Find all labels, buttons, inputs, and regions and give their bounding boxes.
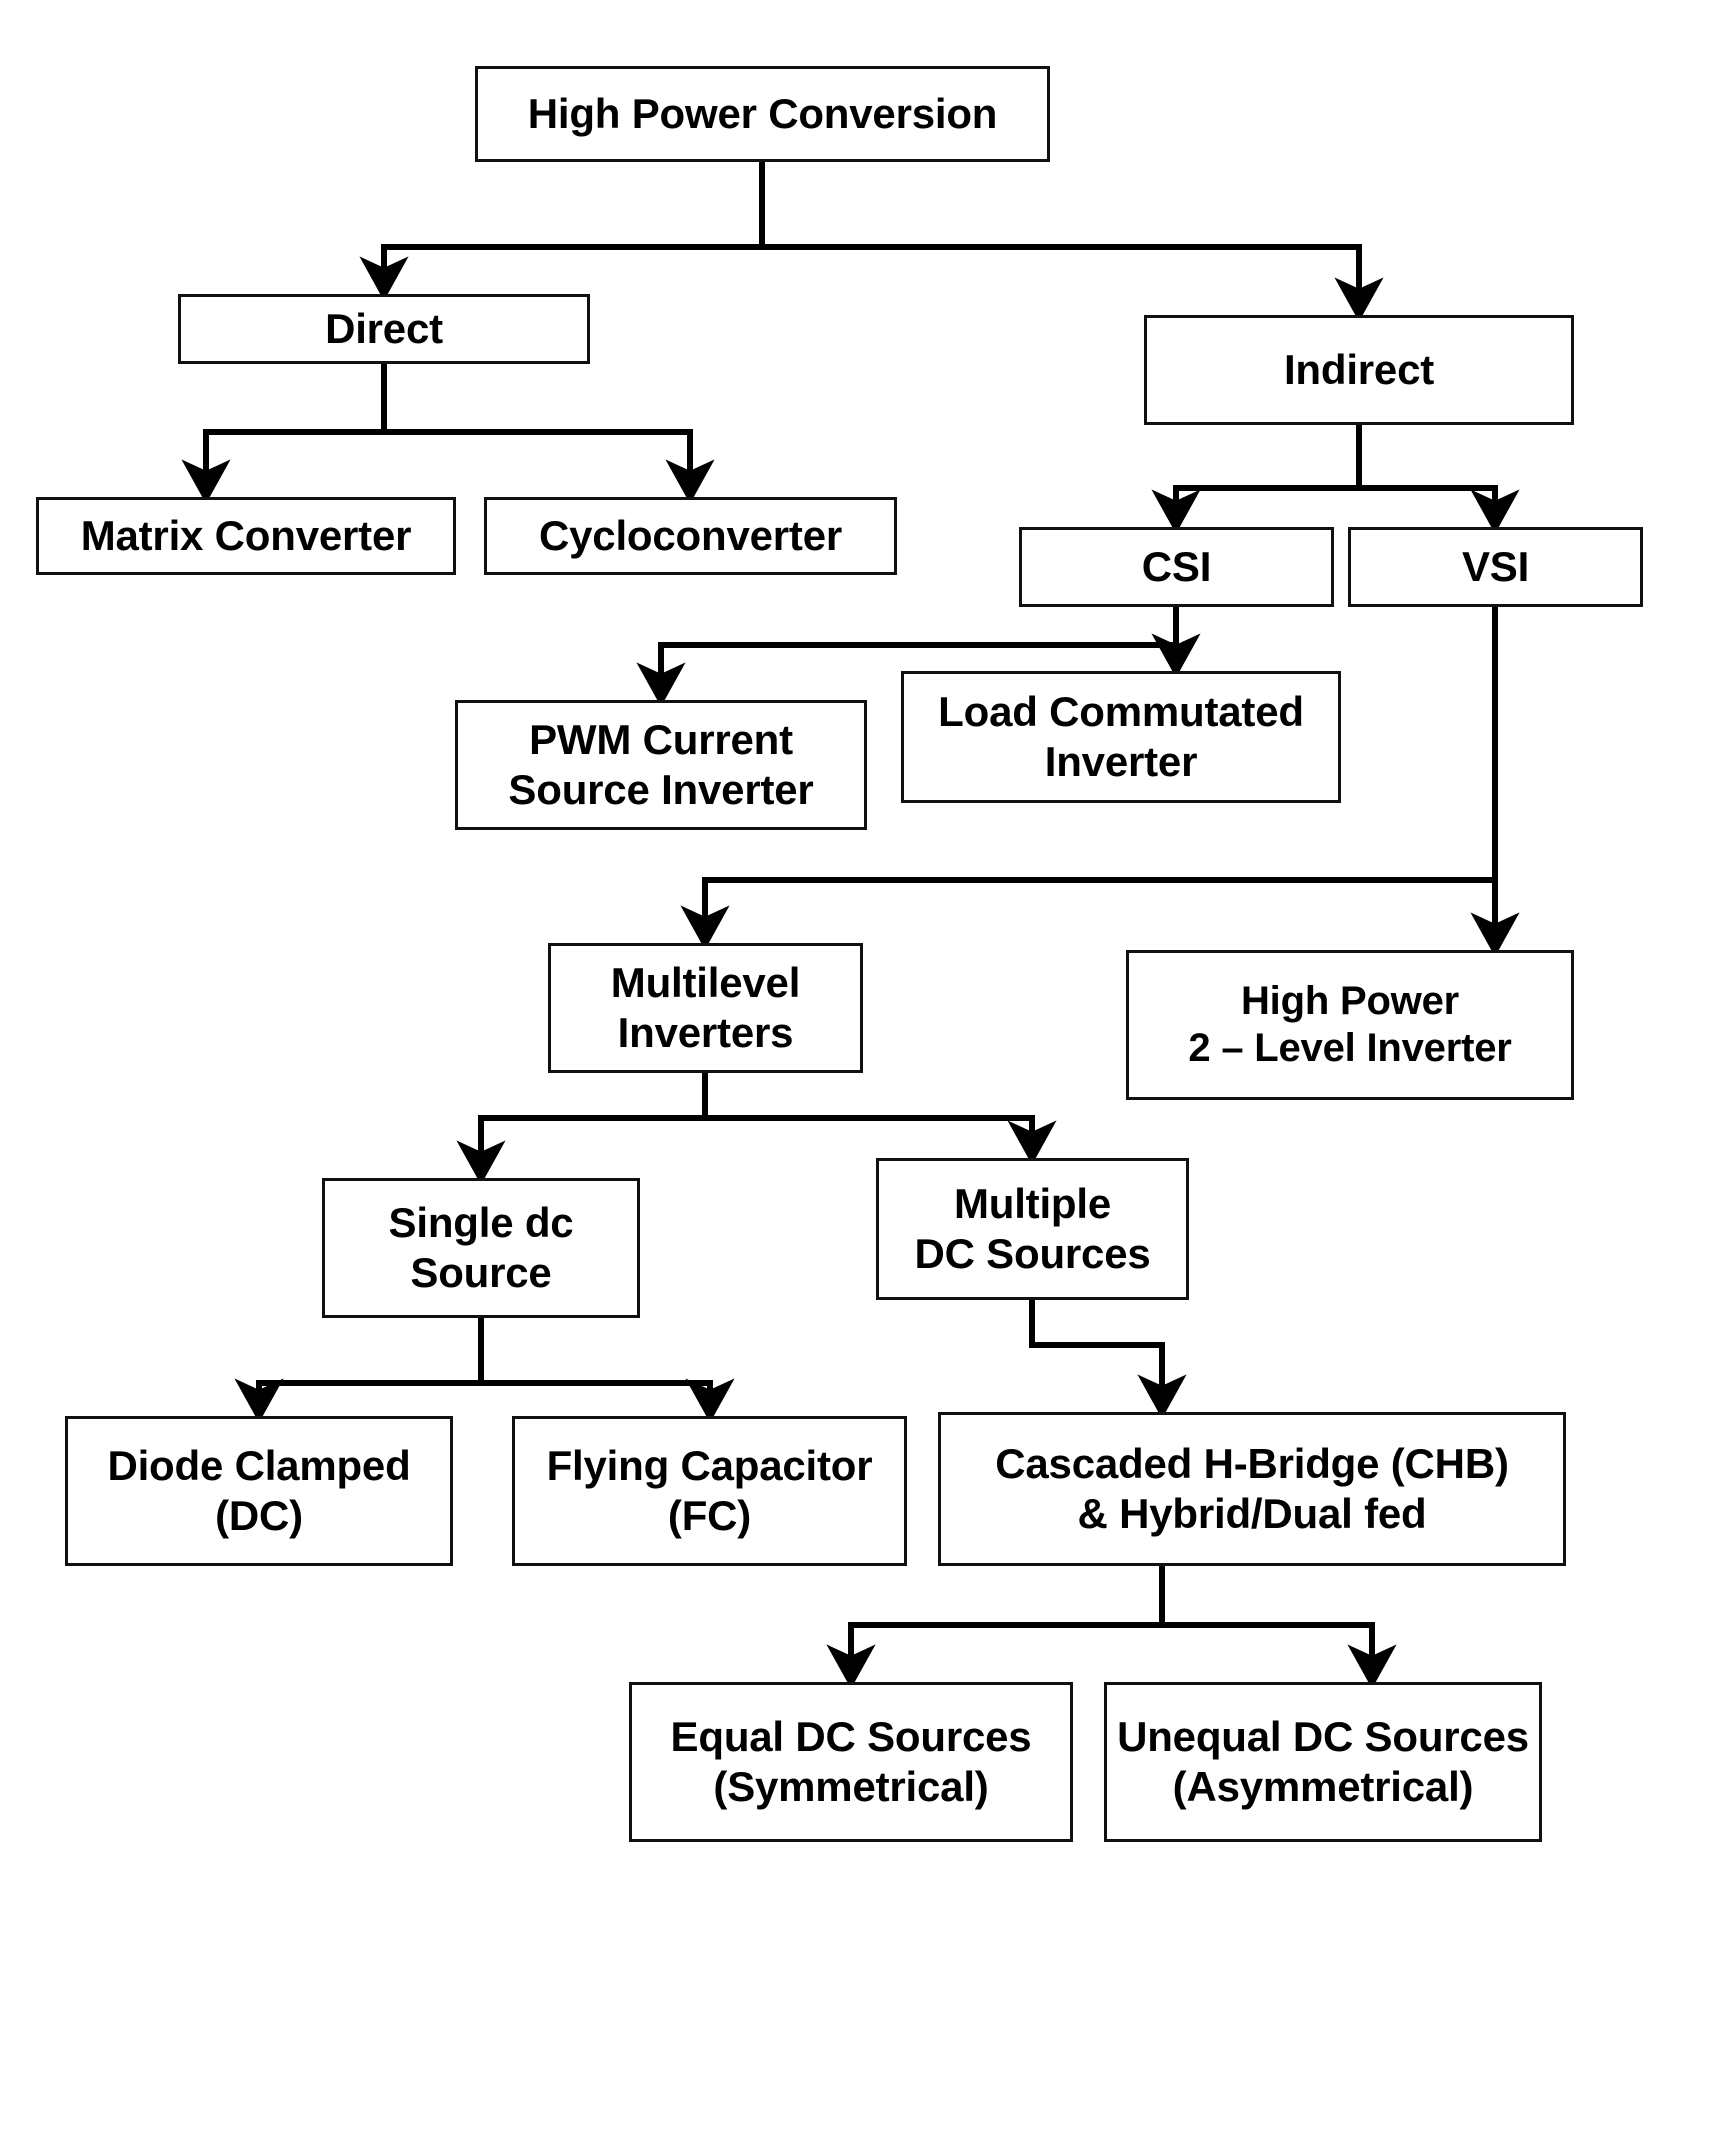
node-label: High Power 2 – Level Inverter bbox=[1188, 978, 1512, 1070]
node-label: Cycloconverter bbox=[539, 512, 842, 560]
node-csi[interactable]: CSI bbox=[1019, 527, 1334, 607]
node-label: High Power Conversion bbox=[527, 90, 998, 138]
node-label: Multiple DC Sources bbox=[914, 1180, 1151, 1277]
edge-multilevel-singledc bbox=[456, 1073, 708, 1185]
edge-chb-equal bbox=[826, 1566, 1165, 1689]
node-cascaded-h-bridge[interactable]: Cascaded H-Bridge (CHB) & Hybrid/Dual fe… bbox=[938, 1412, 1566, 1566]
node-cycloconverter[interactable]: Cycloconverter bbox=[484, 497, 897, 575]
node-diode-clamped[interactable]: Diode Clamped (DC) bbox=[65, 1416, 453, 1566]
node-label: VSI bbox=[1461, 543, 1530, 591]
edge-direct-matrix bbox=[181, 364, 387, 504]
edge-indirect-csi bbox=[1151, 425, 1362, 534]
edge-singledc-flying bbox=[478, 1318, 735, 1423]
node-multiple-dc-sources[interactable]: Multiple DC Sources bbox=[876, 1158, 1189, 1300]
node-vsi[interactable]: VSI bbox=[1348, 527, 1643, 607]
node-direct[interactable]: Direct bbox=[178, 294, 590, 364]
edge-chb-unequal bbox=[1159, 1566, 1397, 1689]
edge-multilevel-multidc bbox=[702, 1073, 1057, 1165]
node-unequal-dc-sources[interactable]: Unequal DC Sources (Asymmetrical) bbox=[1104, 1682, 1542, 1842]
node-label: Unequal DC Sources (Asymmetrical) bbox=[1117, 1713, 1529, 1810]
node-label: Direct bbox=[325, 305, 443, 353]
node-indirect[interactable]: Indirect bbox=[1144, 315, 1574, 425]
node-label: Diode Clamped (DC) bbox=[107, 1442, 411, 1539]
node-equal-dc-sources[interactable]: Equal DC Sources (Symmetrical) bbox=[629, 1682, 1073, 1842]
edge-root-indirect bbox=[759, 162, 1384, 322]
edge-multidc-chb bbox=[1029, 1300, 1187, 1419]
node-label: Flying Capacitor (FC) bbox=[546, 1442, 873, 1539]
node-label: Multilevel Inverters bbox=[610, 959, 801, 1056]
node-label: Cascaded H-Bridge (CHB) & Hybrid/Dual fe… bbox=[995, 1440, 1509, 1537]
node-label: Equal DC Sources (Symmetrical) bbox=[670, 1713, 1032, 1810]
node-label: Indirect bbox=[1283, 346, 1435, 394]
node-multilevel-inverters[interactable]: Multilevel Inverters bbox=[548, 943, 863, 1073]
edge-singledc-diode bbox=[234, 1318, 484, 1423]
node-high-power-2-level-inverter[interactable]: High Power 2 – Level Inverter bbox=[1126, 950, 1574, 1100]
node-label: Single dc Source bbox=[388, 1199, 574, 1296]
node-label: Load Commutated Inverter bbox=[938, 688, 1304, 785]
node-pwm-current-source-inverter[interactable]: PWM Current Source Inverter bbox=[455, 700, 867, 830]
node-label: CSI bbox=[1141, 543, 1212, 591]
node-load-commutated-inverter[interactable]: Load Commutated Inverter bbox=[901, 671, 1341, 803]
node-high-power-conversion[interactable]: High Power Conversion bbox=[475, 66, 1050, 162]
node-flying-capacitor[interactable]: Flying Capacitor (FC) bbox=[512, 1416, 907, 1566]
edge-direct-cyclo bbox=[381, 364, 715, 504]
node-label: PWM Current Source Inverter bbox=[508, 716, 814, 813]
edge-root-direct bbox=[359, 162, 765, 301]
node-matrix-converter[interactable]: Matrix Converter bbox=[36, 497, 456, 575]
node-single-dc-source[interactable]: Single dc Source bbox=[322, 1178, 640, 1318]
edge-indirect-vsi bbox=[1356, 425, 1520, 534]
node-label: Matrix Converter bbox=[80, 512, 412, 560]
